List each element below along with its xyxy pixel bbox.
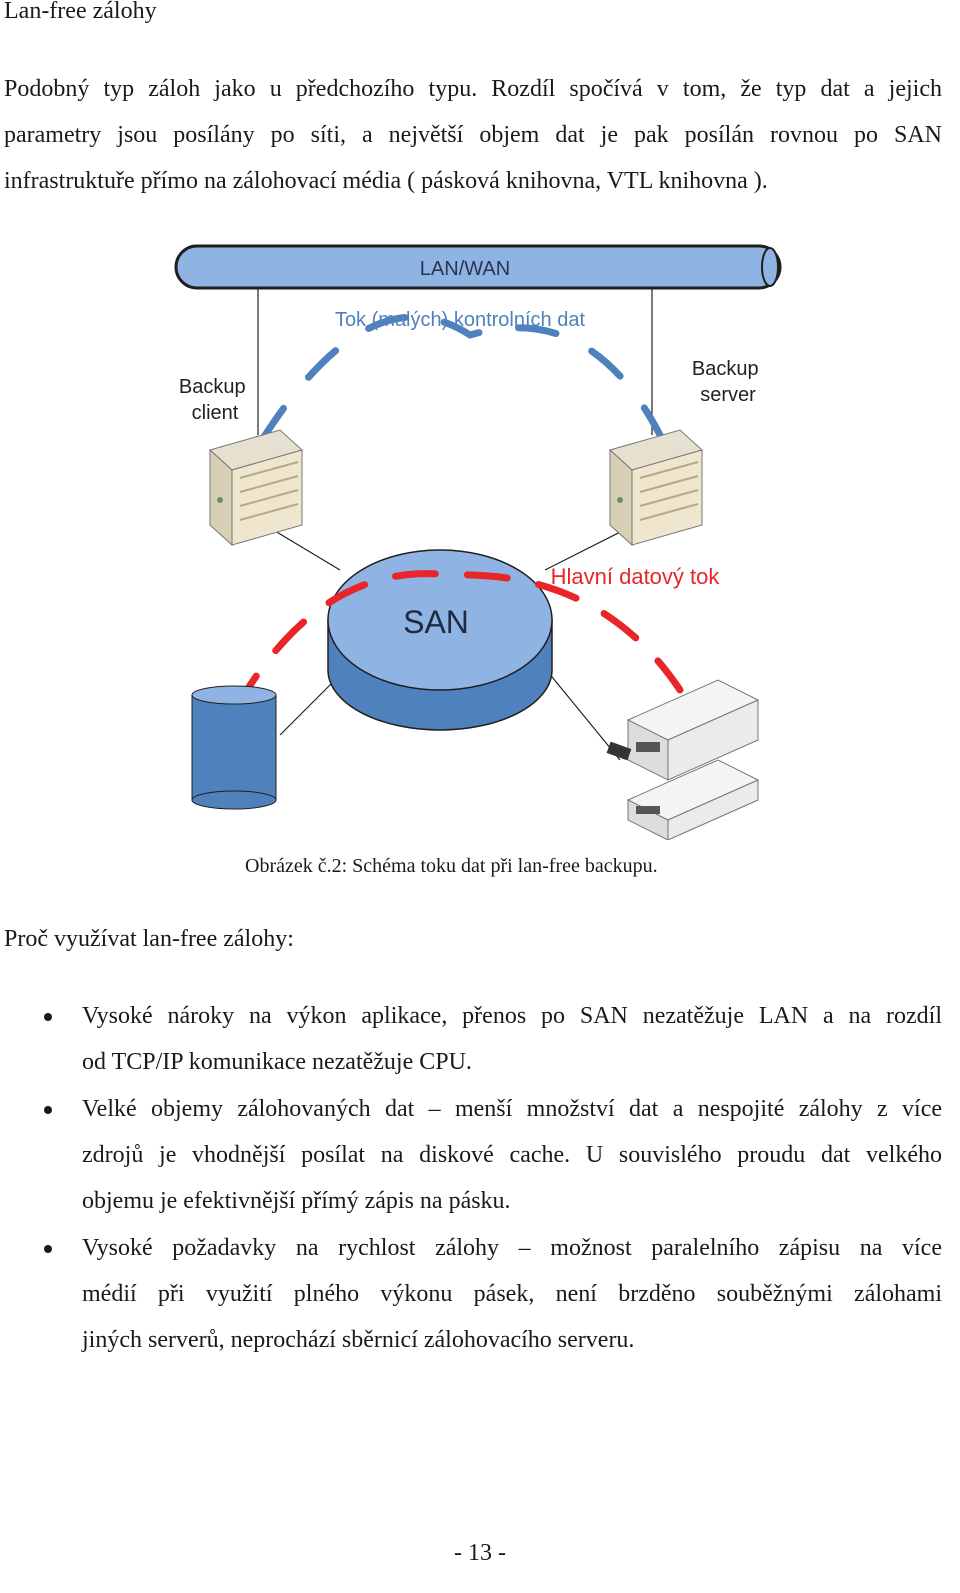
bullet-line: Vysoké požadavky na rychlost zálohy – mo… [82,1235,942,1261]
main-flow-label: Hlavní datový tok [551,564,721,589]
reasons-list: Vysoké nároky na výkon aplikace, přenos … [0,993,942,1364]
backup-client-server [208,429,304,547]
why-heading: Proč využívat lan-free zálohy: [4,926,294,952]
lan-free-diagram: LAN/WAN Tok (malých) kontrolních dat Bac… [174,244,782,840]
intro-line: Podobný typ záloh jako u předchozího typ… [4,76,942,102]
bullet-line: médií při využití plného výkonu pásek, n… [82,1281,942,1307]
san-cylinder: SAN [327,549,553,731]
bullet-line: Vysoké nároky na výkon aplikace, přenos … [82,1003,942,1029]
control-flow-label: Tok (malých) kontrolních dat [335,309,586,331]
backup-server-label: Backup server [692,358,764,406]
bullet-line: objemu je efektivnější přímý zápis na pá… [82,1188,511,1214]
lan-wan-label: LAN/WAN [420,258,510,280]
main-flow-arc [231,570,684,714]
section-heading: Lan-free zálohy [4,0,157,24]
backup-server-label-line: Backup [692,358,759,380]
backup-client-label: Backup client [179,376,251,424]
intro-line: parametry jsou posílány po síti, a nejvě… [4,122,942,148]
backup-server-label-line: server [700,384,756,406]
bullet-dot [44,1013,52,1021]
list-item: Vysoké nároky na výkon aplikace, přenos … [0,993,942,1085]
bullet-line: od TCP/IP komunikace nezatěžuje CPU. [82,1049,472,1075]
lan-wan-pipe: LAN/WAN [174,244,782,290]
san-label: SAN [403,604,469,640]
tape-library [606,679,760,840]
intro-line: infrastruktuře přímo na zálohovací média… [4,168,768,194]
bullet-dot [44,1245,52,1253]
list-item: Vysoké požadavky na rychlost zálohy – mo… [0,1225,942,1363]
backup-client-label-line: Backup [179,376,246,398]
bullet-dot [44,1106,52,1114]
intro-paragraph: Podobný typ záloh jako u předchozího typ… [4,66,942,204]
list-item: Velké objemy zálohovaných dat – menší mn… [0,1086,942,1224]
backup-server-machine [608,429,704,547]
bullet-line: Velké objemy zálohovaných dat – menší mn… [82,1096,942,1122]
bullet-line: zdrojů je vhodnější posílat na diskové c… [82,1142,942,1168]
control-flow-arc [258,313,664,444]
figure-caption: Obrázek č.2: Schéma toku dat při lan-fre… [245,855,658,877]
bullet-line: jiných serverů, neprochází sběrnicí zálo… [82,1327,635,1353]
disk-storage [191,685,277,810]
page-number: - 13 - [454,1540,506,1566]
backup-client-label-line: client [192,402,239,424]
